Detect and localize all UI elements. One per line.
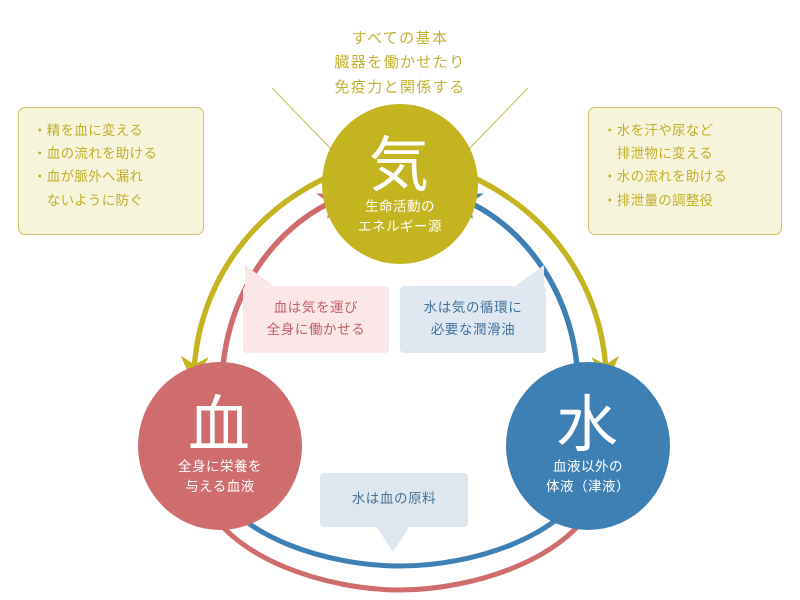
node-water-caption: 血液以外の 体液（津液） xyxy=(546,459,630,495)
node-blood: 血 全身に栄養を 与える血液 xyxy=(138,362,302,530)
callout-qi-functions-water: ・水を汗や尿など 排泄物に変える ・水の流れを助ける ・排泄量の調整役 xyxy=(588,107,782,235)
callout-qi-functions-blood: ・精を血に変える ・血の流れを助ける ・血が脈外へ漏れ ないように防ぐ xyxy=(18,107,204,235)
relation-water-tail xyxy=(514,265,544,287)
node-water: 水 血液以外の 体液（津液） xyxy=(506,362,670,530)
relation-water-to-qi: 水は気の循環に 必要な潤滑油 xyxy=(400,286,546,353)
node-qi-glyph: 気 xyxy=(369,131,431,202)
relation-water-to-blood: 水は血の原料 xyxy=(320,473,468,527)
relation-blood-to-qi: 血は気を運び 全身に働かせる xyxy=(243,286,389,353)
node-water-glyph: 水 xyxy=(555,388,620,462)
node-qi: 気 生命活動の エネルギー源 xyxy=(322,104,478,264)
top-description: すべての基本 臓器を働かせたり 免疫力と関係する xyxy=(334,29,466,96)
node-blood-glyph: 血 xyxy=(187,388,252,462)
relation-blood-tail xyxy=(245,265,275,287)
node-blood-caption: 全身に栄養を 与える血液 xyxy=(178,459,262,495)
relation-origin-tail xyxy=(376,526,410,552)
node-qi-caption: 生命活動の エネルギー源 xyxy=(358,199,442,235)
